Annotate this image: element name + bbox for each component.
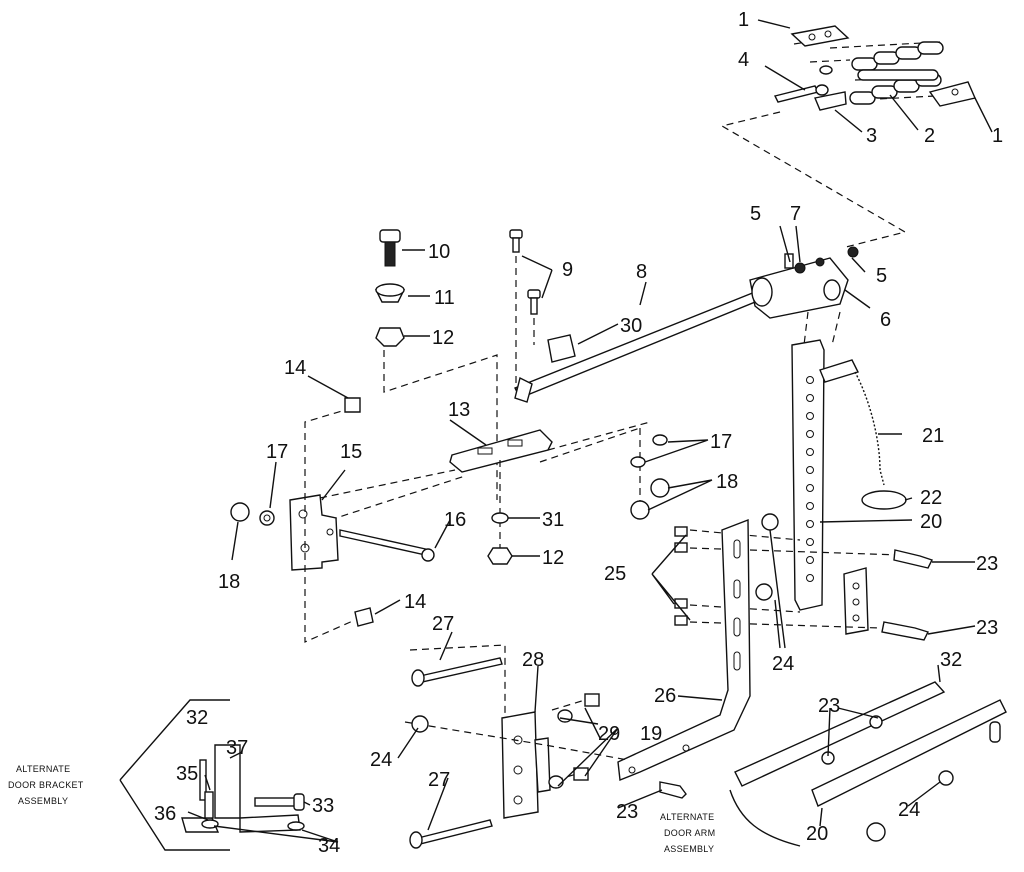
callout-13: 13 <box>448 399 470 421</box>
callout-5-right: 5 <box>876 265 887 287</box>
callout-4: 4 <box>738 49 749 71</box>
chain-assembly <box>720 25 976 248</box>
callout-18-left: 18 <box>218 571 240 593</box>
callout-22: 22 <box>920 487 942 509</box>
callout-24-left: 24 <box>370 749 392 771</box>
callout-27-top: 27 <box>432 613 454 635</box>
note-alternate-door-arm: ALTERNATE DOOR ARM ASSEMBLY <box>660 812 715 854</box>
callout-20-bottom: 20 <box>806 823 828 845</box>
bracket-28 <box>404 644 629 849</box>
trolley-rail-assembly <box>514 246 859 403</box>
callout-30: 30 <box>620 315 642 337</box>
note-bracket-line-3: ASSEMBLY <box>18 796 68 806</box>
callout-3: 3 <box>866 125 877 147</box>
callout-14-top: 14 <box>284 357 306 379</box>
callout-23-a: 23 <box>976 553 998 575</box>
callout-17-right: 17 <box>710 431 732 453</box>
callout-15: 15 <box>340 441 362 463</box>
callout-numbers: 1 4 3 2 1 5 7 5 6 8 10 9 11 12 30 14 13 … <box>154 9 1003 857</box>
callout-23-c: 23 <box>818 695 840 717</box>
arm-and-release-handle <box>689 339 907 635</box>
callout-16: 16 <box>444 509 466 531</box>
callout-35: 35 <box>176 763 198 785</box>
alternate-door-bracket <box>119 699 305 851</box>
callout-12-bottom: 12 <box>542 547 564 569</box>
callout-14-bottom: 14 <box>404 591 426 613</box>
callout-26: 26 <box>654 685 676 707</box>
brackets-13-15 <box>230 397 651 643</box>
callout-1-right: 1 <box>992 125 1003 147</box>
callout-28: 28 <box>522 649 544 671</box>
callout-23-b: 23 <box>976 617 998 639</box>
door-arm-26 <box>617 513 779 781</box>
callout-1-top: 1 <box>738 9 749 31</box>
callout-24-right: 24 <box>898 799 920 821</box>
callout-5-left: 5 <box>750 203 761 225</box>
callout-34: 34 <box>318 835 340 857</box>
callout-32-right: 32 <box>940 649 962 671</box>
callout-37: 37 <box>226 737 248 759</box>
callout-20-top: 20 <box>920 511 942 533</box>
callout-27-bottom: 27 <box>428 769 450 791</box>
leader-lines <box>187 19 993 843</box>
callout-8: 8 <box>636 261 647 283</box>
pins-23 <box>659 549 933 799</box>
callout-21: 21 <box>922 425 944 447</box>
callout-36: 36 <box>154 803 176 825</box>
callout-6: 6 <box>880 309 891 331</box>
callout-32-left: 32 <box>186 707 208 729</box>
note-arm-line-1: ALTERNATE <box>660 812 714 822</box>
callout-11: 11 <box>434 287 455 309</box>
callout-2: 2 <box>924 125 935 147</box>
callout-18-right: 18 <box>716 471 738 493</box>
alternate-door-arm <box>729 681 1007 847</box>
callout-9: 9 <box>562 259 573 281</box>
note-arm-line-2: DOOR ARM <box>664 828 715 838</box>
callout-24-center: 24 <box>772 653 794 675</box>
callout-29: 29 <box>598 723 620 745</box>
note-bracket-line-1: ALTERNATE <box>16 764 70 774</box>
note-bracket-line-2: DOOR BRACKET <box>8 780 84 790</box>
callout-17-left: 17 <box>266 441 288 463</box>
bolt-stack-left <box>374 229 541 500</box>
callout-12-top: 12 <box>432 327 454 349</box>
callout-19: 19 <box>640 723 662 745</box>
callout-23-d: 23 <box>616 801 638 823</box>
callout-33: 33 <box>312 795 334 817</box>
callout-10: 10 <box>428 241 450 263</box>
note-arm-line-3: ASSEMBLY <box>664 844 714 854</box>
note-alternate-door-bracket: ALTERNATE DOOR BRACKET ASSEMBLY <box>8 764 84 806</box>
callout-25: 25 <box>604 563 626 585</box>
callout-31: 31 <box>542 509 564 531</box>
callout-7: 7 <box>790 203 801 225</box>
